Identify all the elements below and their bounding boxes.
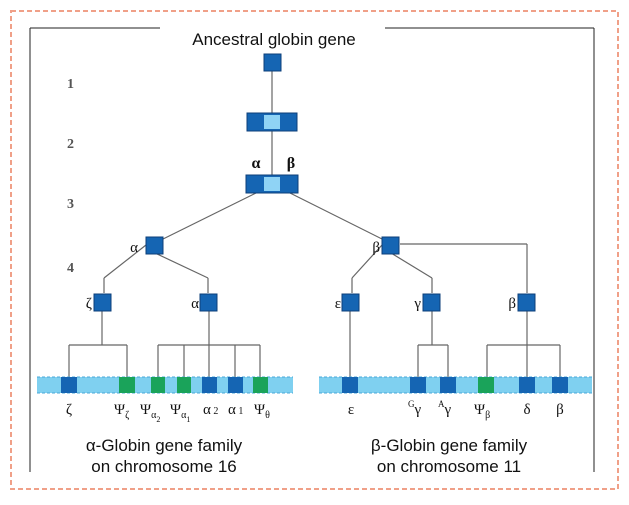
gene-epsilon-segment: [342, 377, 358, 393]
gene-label-a-gamma: Aγ: [438, 399, 452, 418]
epsilon-node-label: ε: [335, 296, 341, 312]
alpha-family-caption-line1: α-Globin gene family: [86, 436, 243, 455]
pseudogene-psi-theta-segment: [253, 377, 268, 393]
gene-label-beta: β: [556, 402, 564, 418]
stage-label-4: 4: [67, 261, 74, 276]
stage2-gene-pair: [246, 112, 298, 132]
gene-g-gamma-segment: [410, 377, 426, 393]
stage3-gene-pair: [245, 174, 299, 194]
epsilon-node-box: [341, 293, 360, 312]
alpha-ancestor-box: [145, 236, 164, 255]
pseudogene-psi-alpha2-segment: [151, 377, 165, 393]
split-beta-label: β: [287, 155, 295, 172]
gene-delta-segment: [519, 377, 535, 393]
beta-ancestor-label: β: [372, 240, 380, 256]
pseudogene-psi-beta-segment: [478, 377, 494, 393]
tree-lines: [68, 71, 561, 378]
gene-label-psi-zeta: Ψζ: [114, 402, 129, 421]
beta-ancestor-box: [381, 236, 400, 255]
alpha-ancestor-label: α: [130, 240, 138, 256]
beta-family-caption-line1: β-Globin gene family: [371, 436, 528, 455]
outer-dashed-border: [10, 10, 619, 490]
gene-a-gamma-segment: [440, 377, 456, 393]
gene-label-alpha1: α 1: [228, 402, 243, 418]
alpha-node-label: α: [191, 296, 199, 312]
pseudogene-psi-zeta-segment: [119, 377, 135, 393]
gene-label-epsilon: ε: [348, 402, 354, 418]
gene-label-g-gamma: Gγ: [408, 399, 422, 418]
split-alpha-label: α: [252, 155, 261, 172]
beta-node-label: β: [508, 296, 516, 312]
gene-zeta-segment: [61, 377, 77, 393]
gamma-node-box: [422, 293, 441, 312]
beta-node-box: [517, 293, 536, 312]
gene-label-zeta: ζ: [66, 402, 72, 418]
gene-label-psi-alpha2: Ψα2: [140, 402, 160, 424]
gene-beta-segment: [552, 377, 568, 393]
alpha-family-caption-line2: on chromosome 16: [91, 457, 237, 476]
zeta-node-label: ζ: [86, 296, 92, 312]
zeta-node-box: [93, 293, 112, 312]
beta-family-caption-line2: on chromosome 11: [377, 457, 521, 476]
gene-alpha1-segment: [228, 377, 243, 393]
gene-label-psi-theta: Ψθ: [254, 402, 270, 421]
gene-label-delta: δ: [523, 402, 530, 418]
gene-label-psi-alpha1: Ψα1: [170, 402, 190, 424]
ancestral-gene-box: [263, 53, 282, 72]
stage-label-2: 2: [67, 137, 74, 152]
title: Ancestral globin gene: [192, 30, 356, 49]
pseudogene-psi-alpha1-segment: [177, 377, 191, 393]
stage-label-1: 1: [67, 77, 74, 92]
stage-label-3: 3: [67, 197, 74, 212]
gamma-node-label: γ: [413, 296, 421, 312]
gene-label-alpha2: α 2: [203, 402, 218, 418]
alpha-node-box: [199, 293, 218, 312]
gene-label-psi-beta: Ψβ: [474, 402, 490, 421]
gene-alpha2-segment: [202, 377, 217, 393]
